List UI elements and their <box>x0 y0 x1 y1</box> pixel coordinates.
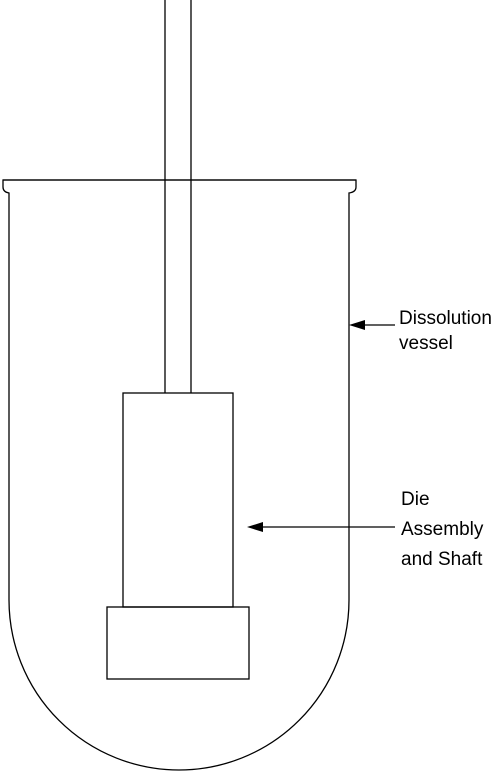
dissolution-vessel <box>2 179 357 771</box>
die-base <box>106 606 250 680</box>
die-label: Die Assembly and Shaft <box>401 489 489 570</box>
vessel-outline <box>2 179 357 771</box>
die-label-line-1: Die <box>401 489 430 510</box>
vessel-label: Dissolution vessel <box>399 308 497 354</box>
vessel-label-line-2: vessel <box>399 333 453 354</box>
vessel-arrow <box>349 320 395 330</box>
vessel-arrow-head <box>349 320 365 330</box>
die-arrow-head <box>247 522 263 532</box>
die-label-line-2: Assembly <box>401 519 484 540</box>
shaft <box>164 0 192 393</box>
die-arrow <box>247 522 395 532</box>
die-label-line-3: and Shaft <box>401 549 483 570</box>
die-body <box>122 392 234 608</box>
vessel-label-line-1: Dissolution <box>399 308 492 329</box>
die-assembly <box>106 392 250 680</box>
